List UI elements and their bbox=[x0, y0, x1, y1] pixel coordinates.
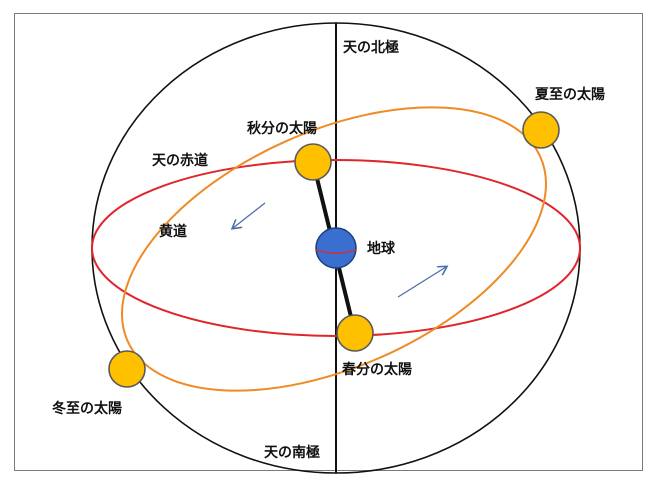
label-south-pole: 天の南極 bbox=[264, 445, 320, 461]
label-north-pole: 天の北極 bbox=[343, 40, 399, 56]
label-winter-solstice-sun: 冬至の太陽 bbox=[52, 401, 122, 417]
label-ecliptic: 黄道 bbox=[159, 224, 187, 240]
earth-icon bbox=[315, 227, 357, 269]
label-autumn-equinox-sun: 秋分の太陽 bbox=[247, 121, 317, 137]
ecliptic-ellipse bbox=[121, 106, 547, 392]
motion-arrow-upper-icon bbox=[233, 202, 266, 228]
sun-winter-solstice-icon bbox=[108, 350, 146, 388]
label-celestial-equator: 天の赤道 bbox=[152, 153, 208, 169]
motion-arrow-lower-icon bbox=[397, 267, 446, 298]
label-spring-equinox-sun: 春分の太陽 bbox=[342, 362, 412, 378]
sun-autumn-equinox-icon bbox=[294, 143, 332, 181]
celestial-equator-ellipse bbox=[91, 159, 581, 337]
label-earth: 地球 bbox=[367, 241, 395, 257]
sun-summer-solstice-icon bbox=[522, 111, 560, 149]
sun-spring-equinox-icon bbox=[336, 314, 374, 352]
earth-equator-mark bbox=[315, 249, 357, 254]
label-summer-solstice-sun: 夏至の太陽 bbox=[535, 87, 605, 103]
